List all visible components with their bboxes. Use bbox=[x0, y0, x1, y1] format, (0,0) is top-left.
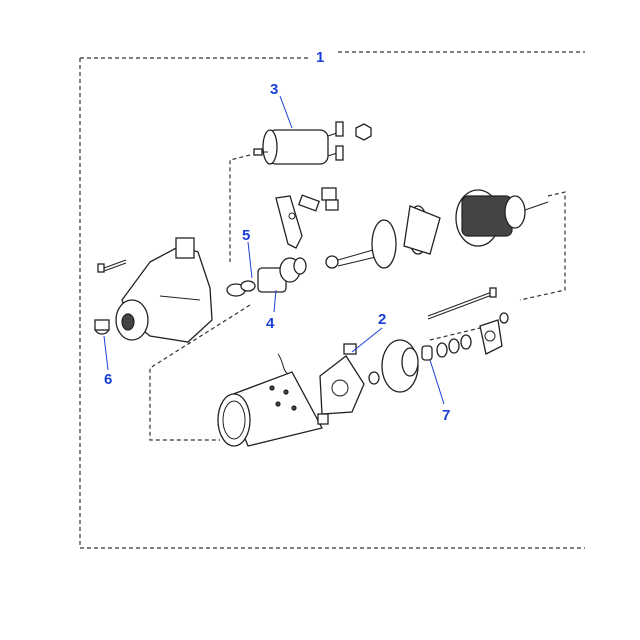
end-bracket-part bbox=[421, 312, 509, 361]
through-bolt-part bbox=[427, 287, 497, 320]
bolt-part bbox=[97, 259, 127, 273]
bush-part bbox=[94, 319, 110, 335]
callout-7: 7 bbox=[442, 407, 450, 424]
callout-6: 6 bbox=[104, 371, 112, 388]
assembly-boundary bbox=[79, 51, 585, 549]
solenoid-part bbox=[253, 121, 372, 165]
callout-1: 1 bbox=[316, 49, 324, 66]
drive-end-housing-part bbox=[115, 237, 213, 343]
callout-leaders bbox=[103, 95, 445, 405]
end-cover-part bbox=[381, 339, 419, 393]
callout-3: 3 bbox=[270, 81, 278, 98]
lever-and-small-parts bbox=[275, 187, 339, 269]
armature-part bbox=[337, 189, 549, 269]
inner-group-lines bbox=[149, 154, 566, 441]
callout-5: 5 bbox=[242, 227, 250, 244]
callout-4: 4 bbox=[266, 315, 275, 332]
yoke-part bbox=[217, 353, 323, 447]
brush-holder-part bbox=[317, 343, 380, 425]
pinion-drive-part bbox=[226, 257, 307, 297]
callout-2: 2 bbox=[378, 311, 386, 328]
